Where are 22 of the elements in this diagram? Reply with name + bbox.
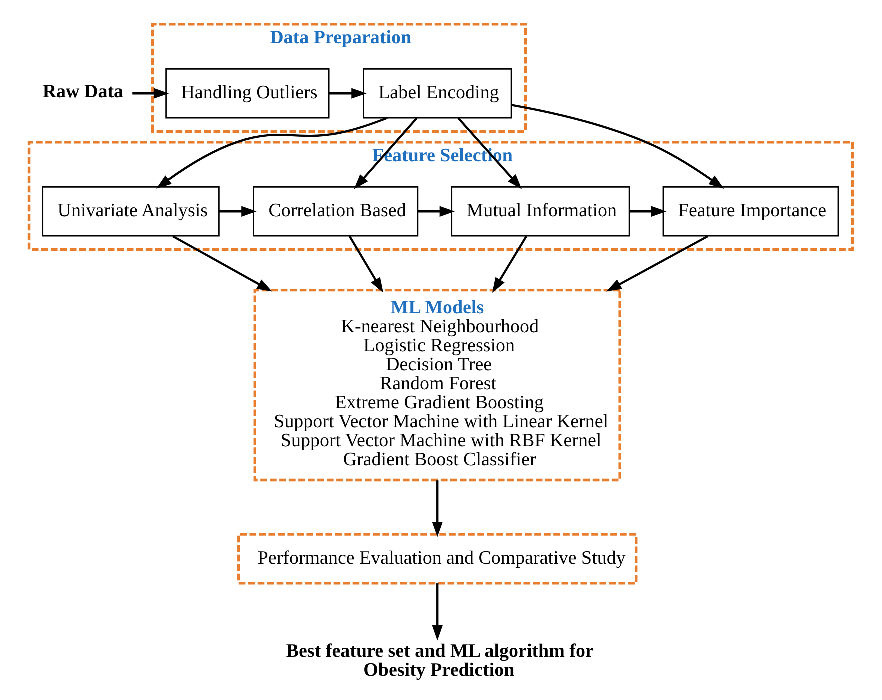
- arrow: [606, 235, 709, 292]
- arrow: [492, 236, 528, 293]
- arrow: [172, 235, 272, 292]
- node-box: Univariate Analysis: [42, 186, 220, 237]
- node-text: Best feature set and ML algorithm for Obesity Prediction: [286, 640, 594, 681]
- arrow: [511, 104, 724, 189]
- node-box: Mutual Information: [451, 186, 630, 237]
- node-box: Label Encoding: [363, 68, 512, 119]
- arrow: [432, 584, 443, 641]
- node-text: Raw Data: [42, 81, 124, 102]
- arrow: [354, 118, 418, 190]
- arrow: [418, 206, 456, 217]
- node-box: Performance Evaluation and Comparative Study: [238, 533, 638, 585]
- arrow: [630, 206, 667, 217]
- arrow: [219, 206, 257, 217]
- node-box: Correlation Based: [253, 186, 419, 237]
- arrow: [329, 88, 367, 99]
- arrow: [132, 88, 170, 99]
- node-box: Handling Outliers: [166, 68, 330, 119]
- arrow: [432, 480, 443, 538]
- node-box: ML Models K-nearest Neighbourhood Logistic Regression Decision Tree Random Forest Extreme Gradient Boosting Support Vector Machine with Linear Kernel Support Vector Machine with RBF Kernel Gradient Boost Classifier: [254, 288, 622, 482]
- node-box: Feature Importance: [662, 186, 840, 237]
